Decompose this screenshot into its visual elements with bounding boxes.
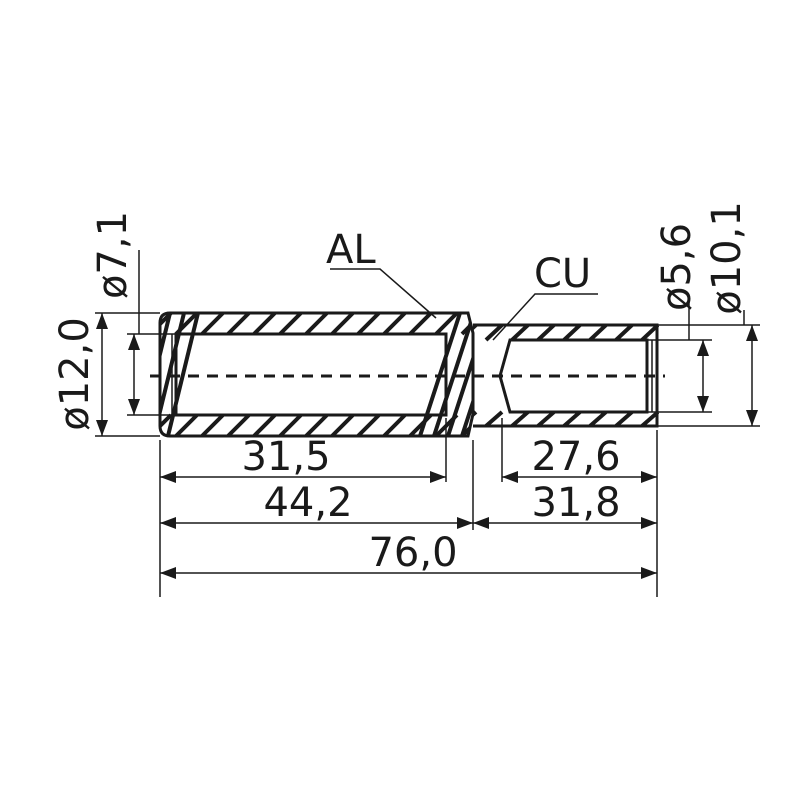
leader-al: AL xyxy=(326,227,437,319)
hatch-line xyxy=(510,325,530,342)
total-length: 76,0 xyxy=(368,530,457,576)
leader-cu: CU xyxy=(492,251,598,341)
hatch-line xyxy=(252,413,277,436)
dimension-total: 76,0 xyxy=(160,530,657,579)
hatch-line xyxy=(536,325,556,342)
al-inner-diameter: ø7,1 xyxy=(90,211,136,299)
hatch-line xyxy=(174,413,199,436)
hatch-line xyxy=(614,325,634,342)
hatch-line xyxy=(382,413,407,436)
copper-barrel xyxy=(473,323,659,428)
hatch-line xyxy=(640,410,659,426)
hatch-line xyxy=(510,410,530,426)
hatch-line xyxy=(200,313,225,336)
dimension-al-bore: 31,5 xyxy=(160,434,446,483)
dimension-al-outer: ø12,0 xyxy=(52,313,108,436)
cu-bore-length: 27,6 xyxy=(531,434,620,480)
hatch-line xyxy=(434,313,459,336)
hatch-line xyxy=(562,410,582,426)
hatch-line xyxy=(356,413,381,436)
hatch-line xyxy=(446,313,473,436)
dimension-cu-part: 31,8 xyxy=(473,480,657,529)
hatch-line xyxy=(408,313,433,336)
hatch-line xyxy=(330,313,355,336)
hatch-line xyxy=(473,410,478,418)
hatch-line xyxy=(278,413,303,436)
cu-outer-diameter: ø10,1 xyxy=(704,201,750,315)
hatch-line xyxy=(226,313,251,336)
al-bore-length: 31,5 xyxy=(241,434,330,480)
hatch-line xyxy=(460,313,473,436)
hatch-line xyxy=(484,325,504,342)
hatch-line xyxy=(356,313,381,336)
hatch-line xyxy=(200,413,225,436)
hatch-line xyxy=(473,325,478,331)
hatch-line xyxy=(588,325,608,342)
cu-inner-diameter: ø5,6 xyxy=(654,223,700,311)
hatch-line xyxy=(484,410,504,426)
hatch-line xyxy=(330,413,355,436)
hatch-line xyxy=(640,325,659,342)
hatch-line xyxy=(226,413,251,436)
hatch-line xyxy=(382,313,407,336)
dimension-al-part: 44,2 xyxy=(160,480,473,529)
hatch-line xyxy=(588,410,608,426)
copper-hatching xyxy=(473,325,659,426)
hatch-line xyxy=(304,413,329,436)
copper-bore xyxy=(498,338,649,414)
al-part-length: 44,2 xyxy=(263,480,352,526)
hatch-line xyxy=(536,410,556,426)
copper-outline xyxy=(473,323,659,428)
al-outer-diameter: ø12,0 xyxy=(52,317,98,431)
material-al-label: AL xyxy=(326,227,376,273)
cu-part-length: 31,8 xyxy=(531,480,620,526)
hatch-line xyxy=(252,313,277,336)
hatch-line xyxy=(278,313,303,336)
dimension-al-inner: ø7,1 xyxy=(90,211,140,415)
hatch-line xyxy=(614,410,634,426)
hatch-line xyxy=(562,325,582,342)
extension-lines xyxy=(95,250,760,597)
hatch-line xyxy=(304,313,329,336)
material-cu-label: CU xyxy=(534,251,591,297)
dimension-cu-bore: 27,6 xyxy=(502,434,657,483)
dimension-cu-outer: ø10,1 xyxy=(704,201,758,426)
dimension-cu-inner: ø5,6 xyxy=(654,223,709,412)
